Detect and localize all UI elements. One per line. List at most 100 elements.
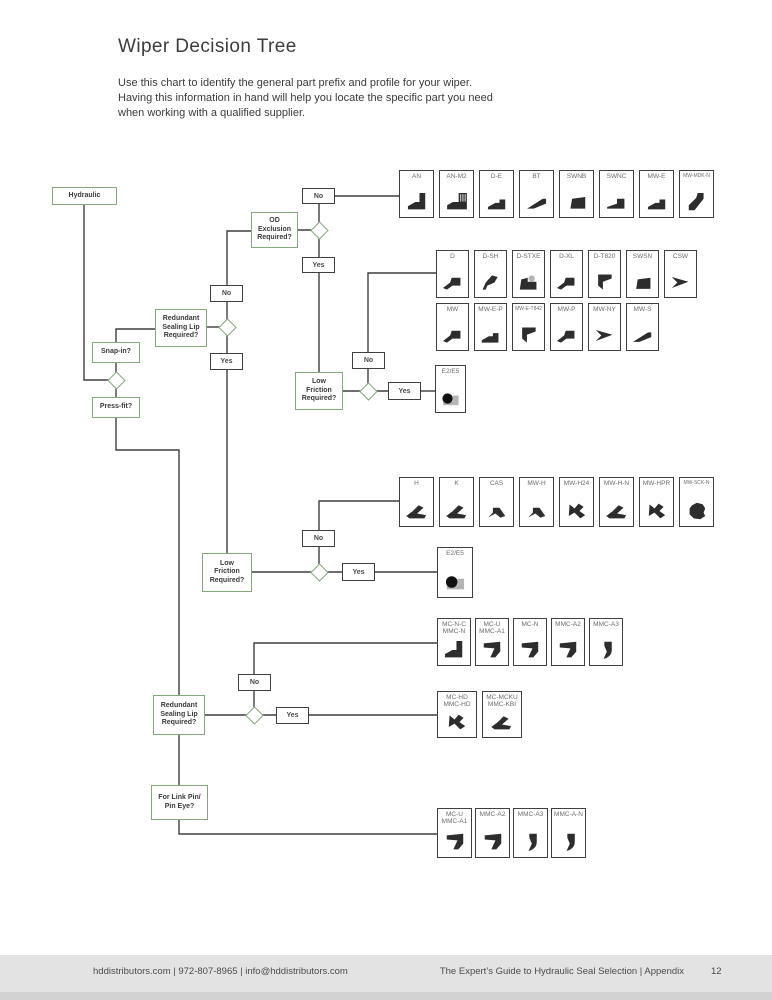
decision-label: Redundant (162, 315, 200, 323)
part-box: H (399, 477, 434, 527)
part-label: MW-SCK-N (683, 480, 710, 486)
answer-node-yes_red2: Yes (276, 707, 309, 724)
part-label: MW-E-T842 (515, 306, 542, 312)
part-box: MW-HPR (639, 477, 674, 527)
answer-node-no_lf2: No (302, 530, 335, 547)
decision-label: Pin Eye? (164, 802, 195, 810)
footer-guide-title: The Expert’s Guide to Hydraulic Seal Sel… (439, 966, 684, 977)
part-label: MMC-A2 (555, 621, 581, 628)
part-label: MMC-A3 (593, 621, 619, 628)
decision-node-link_pin: For Link Pin/Pin Eye? (151, 785, 208, 820)
footer-bottom-strip (0, 992, 772, 1000)
wiper-profile-icon (407, 192, 425, 210)
wiper-profile-icon (446, 833, 463, 850)
part-label: MW-E (647, 173, 666, 180)
part-box: MW-E (639, 170, 674, 218)
wiper-profile-icon (491, 716, 512, 730)
wiper-profile-icon (521, 641, 539, 658)
wiper-profile-icon (442, 393, 459, 406)
wiper-profile-icon (484, 833, 501, 850)
part-box: D-SH (474, 250, 507, 298)
wiper-profile-icon (671, 276, 689, 289)
decision-label: Required? (161, 719, 197, 727)
part-label: D-STXE (516, 253, 541, 260)
wiper-profile-icon (632, 332, 652, 342)
part-label: D-E (490, 173, 503, 180)
part-label: MMC-A3 (517, 811, 544, 818)
wiper-profile-icon (446, 192, 467, 210)
part-label: MW-HPR (642, 480, 671, 487)
part-label: MMC-KBI (487, 701, 517, 708)
wiper-profile-icon (606, 198, 624, 209)
part-box: MW-P (550, 303, 583, 351)
part-box: D-T820 (588, 250, 621, 298)
connector-line (115, 328, 155, 342)
part-label: MMC-A1 (479, 628, 505, 635)
decision-label: Required? (209, 576, 245, 584)
decision-label: Low (220, 559, 234, 567)
decision-label: For Link Pin/ (158, 794, 201, 801)
part-box: MW-S (626, 303, 659, 351)
part-label: D-XL (559, 253, 574, 260)
part-label: K (454, 480, 459, 487)
decision-label: Low (312, 378, 326, 386)
part-box: E2/E5 (437, 547, 473, 598)
part-label: D (450, 253, 455, 260)
part-box: MW-H24 (559, 477, 594, 527)
part-label: MC-MCKU (486, 694, 518, 701)
decision-node-snap_in: Snap-in? (92, 342, 140, 363)
decision-node-hydraulic: Hydraulic (52, 187, 117, 205)
part-box: CAS (479, 477, 514, 527)
wiper-profile-icon (526, 198, 546, 209)
part-box: CSW (664, 250, 697, 298)
part-label: D-SH (482, 253, 499, 260)
part-box: MW-NY (588, 303, 621, 351)
intro-text: Use this chart to identify the general p… (118, 76, 493, 121)
part-box: MMC-A-N (551, 808, 586, 858)
wiper-profile-icon (483, 641, 501, 658)
wiper-profile-icon (528, 833, 537, 852)
connector-line (367, 272, 437, 352)
footer (0, 955, 772, 992)
wiper-profile-icon (522, 327, 536, 343)
part-box: MMC-A3 (589, 618, 623, 666)
wiper-profile-icon (566, 833, 575, 852)
wiper-profile-icon (442, 330, 461, 343)
part-box: D-STXE (512, 250, 545, 298)
connector-line (318, 500, 400, 530)
answer-node-no_red2: No (238, 674, 271, 691)
part-label: E2/E5 (446, 550, 464, 557)
decision-label: Press-fit? (99, 403, 133, 411)
wiper-profile-icon (442, 277, 461, 290)
part-box: MMC-A2 (475, 808, 510, 858)
wiper-profile-icon (445, 505, 466, 519)
connector-line (115, 418, 180, 695)
wiper-profile-icon (689, 502, 705, 520)
part-label: CSW (672, 253, 689, 260)
part-box: MC-N (513, 618, 547, 666)
part-box: MW (436, 303, 469, 351)
part-label: MW-H (527, 480, 546, 487)
wiper-profile-icon (559, 641, 577, 658)
part-label: MC-HD (446, 694, 468, 701)
answer-node-yes_od: Yes (302, 257, 335, 273)
part-label: MW-MDK-N (683, 173, 710, 179)
intro-line: when working with a qualified supplier. (118, 107, 306, 119)
connector-line (226, 230, 251, 285)
decision-label: Sealing Lip (162, 323, 200, 331)
wiper-profile-icon (568, 503, 585, 519)
part-box: MW-SCK-N (679, 477, 714, 527)
decision-label: Required? (163, 332, 199, 340)
part-label: MMC-A2 (479, 811, 506, 818)
decision-label: Sealing Lip (160, 710, 198, 718)
wiper-profile-icon (448, 714, 466, 730)
